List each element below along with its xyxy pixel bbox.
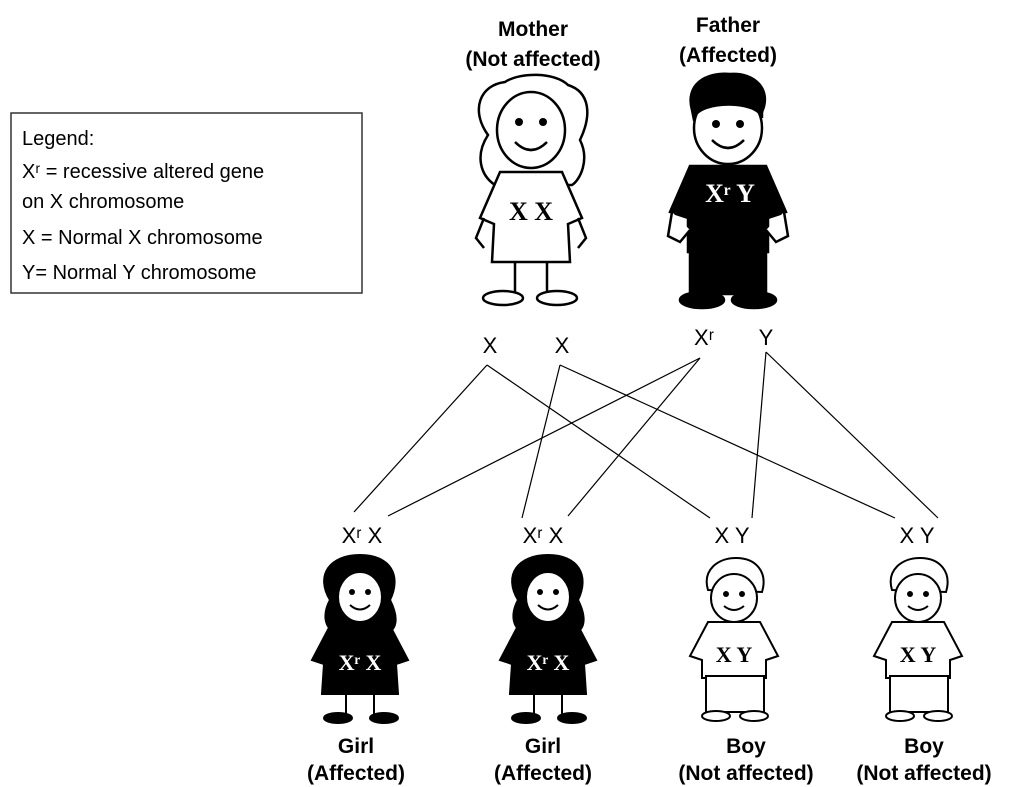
father-pants	[688, 248, 768, 296]
child-1-mouth	[349, 604, 371, 611]
mother-shoe-right	[535, 289, 579, 307]
mother-arm-left	[474, 217, 486, 249]
father-allele-2: Y	[759, 325, 774, 350]
mother-arm-right	[576, 217, 588, 249]
mother-shoe-left	[481, 289, 525, 307]
father-role-label: Father	[696, 14, 760, 37]
mother-allele-1: X	[483, 333, 498, 358]
child-4-mouth	[907, 605, 929, 611]
father-status-label: (Affected)	[679, 44, 777, 67]
child-2-role-label: Girl	[525, 735, 561, 758]
father-fringe	[692, 90, 764, 119]
child-3-shirt	[688, 621, 780, 679]
child-3-status-label: (Not affected)	[678, 762, 813, 785]
legend-line-3: X = Normal X chromosome	[22, 227, 263, 249]
child-4-shirt	[872, 621, 964, 679]
legend-box	[10, 112, 363, 294]
child-2-shoe-right	[557, 712, 587, 724]
child-3-eye-right	[739, 591, 745, 597]
child-3-pants	[705, 675, 765, 713]
father-shoe-left	[678, 290, 726, 310]
mother-eye-left	[515, 118, 523, 126]
mother-status-label: (Not affected)	[465, 48, 600, 71]
child-4-status-label: (Not affected)	[856, 762, 991, 785]
child-1-eye-right	[365, 589, 371, 595]
line-mother-x2-to-girl2	[521, 364, 561, 519]
line-mother-x2-to-boy2	[559, 364, 896, 519]
mother-dress	[478, 170, 584, 264]
child-1-shoe-left	[323, 712, 353, 724]
child-3-shoe-left	[701, 710, 731, 722]
child-2-top-genotype: Xʳ X	[523, 523, 564, 548]
line-father-xr-to-girl1	[387, 357, 701, 517]
child-1-top-genotype: Xʳ X	[342, 523, 383, 548]
line-father-y-to-boy1	[751, 351, 767, 519]
child-4-shirt-genotype: X Y	[900, 642, 937, 667]
child-1-eye-left	[349, 589, 355, 595]
child-1-role-label: Girl	[338, 735, 374, 758]
child-1-dress	[310, 621, 410, 695]
child-2-girl-figure	[498, 553, 598, 724]
child-1-girl-figure	[310, 553, 410, 724]
child-4-face	[894, 573, 942, 623]
father-shoe-right	[730, 290, 778, 310]
child-2-dress	[498, 621, 598, 695]
child-2-shirt-genotype: Xʳ X	[527, 650, 570, 675]
legend: Legend: Xʳ = recessive altered gene on X…	[10, 112, 363, 294]
child-4-top-genotype: X Y	[899, 523, 934, 548]
father-shirt-genotype: Xʳ Y	[705, 179, 755, 208]
line-mother-x1-to-boy1	[486, 364, 711, 519]
father-eye-left	[712, 120, 720, 128]
child-1-shoe-right	[369, 712, 399, 724]
child-2-status-label: (Affected)	[494, 762, 592, 785]
child-2-shoe-left	[511, 712, 541, 724]
legend-line-4: Y= Normal Y chromosome	[22, 262, 256, 284]
mother-face	[495, 90, 567, 170]
father-figure	[666, 72, 790, 310]
child-4-pants	[889, 675, 949, 713]
child-2-mouth	[537, 604, 559, 611]
father-hand-right	[765, 211, 790, 244]
child-3-eye-left	[723, 591, 729, 597]
child-3-boy-figure	[688, 556, 780, 722]
child-3-face	[710, 573, 758, 623]
mother-role-label: Mother	[498, 18, 568, 41]
child-1-shirt-genotype: Xʳ X	[339, 650, 382, 675]
mother-eye-right	[539, 118, 547, 126]
father-shirt	[668, 164, 788, 254]
child-3-mouth	[723, 605, 745, 611]
child-2-eye-right	[553, 589, 559, 595]
child-1-face	[337, 571, 383, 623]
child-4-eye-left	[907, 591, 913, 597]
father-mouth	[711, 139, 745, 150]
legend-title: Legend:	[22, 128, 94, 150]
child-3-role-label: Boy	[726, 735, 766, 758]
child-4-boy-figure	[872, 556, 964, 722]
child-2-eye-left	[537, 589, 543, 595]
mother-shirt-genotype: X X	[509, 197, 553, 226]
father-hand-left	[666, 211, 691, 244]
child-3-shirt-genotype: X Y	[716, 642, 753, 667]
child-2-face	[525, 571, 571, 623]
legend-line-1: Xʳ = recessive altered gene	[22, 161, 264, 183]
line-mother-x1-to-girl1	[353, 364, 488, 513]
line-father-xr-to-girl2	[567, 357, 701, 517]
mother-figure	[474, 73, 589, 307]
child-3-top-genotype: X Y	[714, 523, 749, 548]
father-allele-1: Xʳ	[694, 325, 714, 350]
inheritance-lines	[353, 351, 939, 519]
child-4-shoe-right	[923, 710, 953, 722]
mother-allele-2: X	[555, 333, 570, 358]
child-4-eye-right	[923, 591, 929, 597]
legend-line-2: on X chromosome	[22, 191, 184, 213]
father-eye-right	[736, 120, 744, 128]
child-4-role-label: Boy	[904, 735, 944, 758]
child-1-status-label: (Affected)	[307, 762, 405, 785]
child-3-shoe-right	[739, 710, 769, 722]
child-4-shoe-left	[885, 710, 915, 722]
line-father-y-to-boy2	[765, 351, 939, 519]
mother-mouth	[514, 141, 548, 152]
